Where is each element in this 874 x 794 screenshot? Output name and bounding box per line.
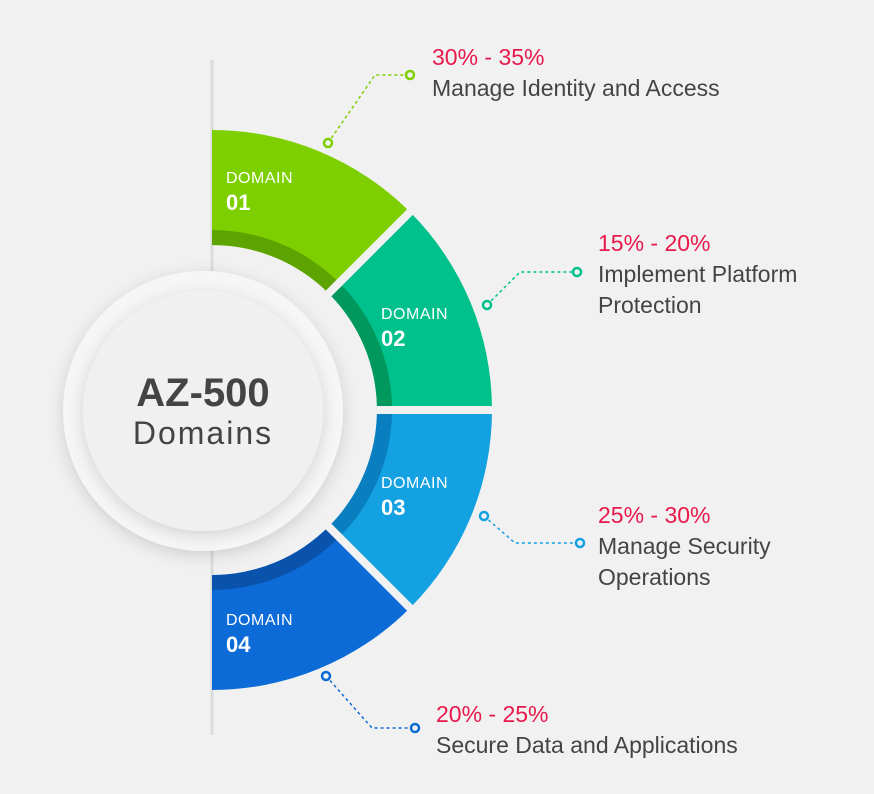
domain-name-cont: Protection (598, 292, 702, 318)
connector-dot-icon (571, 266, 583, 278)
connector-dot-icon (320, 670, 332, 682)
domain-01-badge: DOMAIN 01 (226, 170, 293, 216)
segment-inner-band (328, 282, 392, 410)
domain-segment-01 (212, 130, 410, 294)
domain-number: 01 (226, 190, 251, 215)
domain-name: Manage Identity and Access (432, 75, 720, 101)
center-title-main: AZ-500 (136, 371, 270, 415)
center-title: AZ-500 Domains (83, 292, 323, 532)
domain-segment-02 (328, 212, 492, 410)
domain-weight: 20% - 25% (436, 701, 549, 727)
connector-dot-icon (322, 137, 334, 149)
domain-04-info: 20% - 25% Secure Data and Applications (436, 699, 738, 761)
center-disk (83, 291, 323, 531)
connector-line (483, 515, 580, 544)
connector-dot-icon (404, 69, 416, 81)
domain-weight: 15% - 20% (598, 230, 711, 256)
connector-line (486, 271, 577, 306)
domain-name-cont: Operations (598, 564, 711, 590)
domain-name: Manage Security (598, 533, 771, 559)
connector-dot-icon (574, 537, 586, 549)
segment-inner-band (328, 410, 392, 538)
domain-name: Secure Data and Applications (436, 732, 738, 758)
connector-dot-icon (481, 299, 493, 311)
domain-02-badge: DOMAIN 02 (381, 306, 448, 352)
segment-inner-band (212, 526, 340, 590)
domain-03-info: 25% - 30% Manage Security Operations (598, 500, 771, 593)
domain-04-badge: DOMAIN 04 (226, 612, 293, 658)
connector-dot-icon (478, 510, 490, 522)
domain-weight: 25% - 30% (598, 502, 711, 528)
domain-number: 04 (226, 632, 251, 657)
domain-label: DOMAIN (226, 170, 293, 187)
connector-line (327, 74, 410, 144)
domain-01-info: 30% - 35% Manage Identity and Access (432, 42, 720, 104)
domain-segment-04 (212, 526, 410, 690)
domain-name: Implement Platform (598, 261, 798, 287)
segment-inner-band (212, 230, 340, 294)
domain-label: DOMAIN (226, 612, 293, 629)
domain-03-badge: DOMAIN 03 (381, 475, 448, 521)
center-title-sub: Domains (132, 415, 274, 451)
domain-label: DOMAIN (381, 475, 448, 492)
connector-line (325, 675, 415, 729)
connector-dot-icon (409, 722, 421, 734)
domain-number: 03 (381, 495, 406, 520)
domain-weight: 30% - 35% (432, 44, 545, 70)
domain-segment-03 (328, 410, 492, 608)
domain-number: 02 (381, 326, 406, 351)
domain-02-info: 15% - 20% Implement Platform Protection (598, 228, 797, 321)
domain-label: DOMAIN (381, 306, 448, 323)
